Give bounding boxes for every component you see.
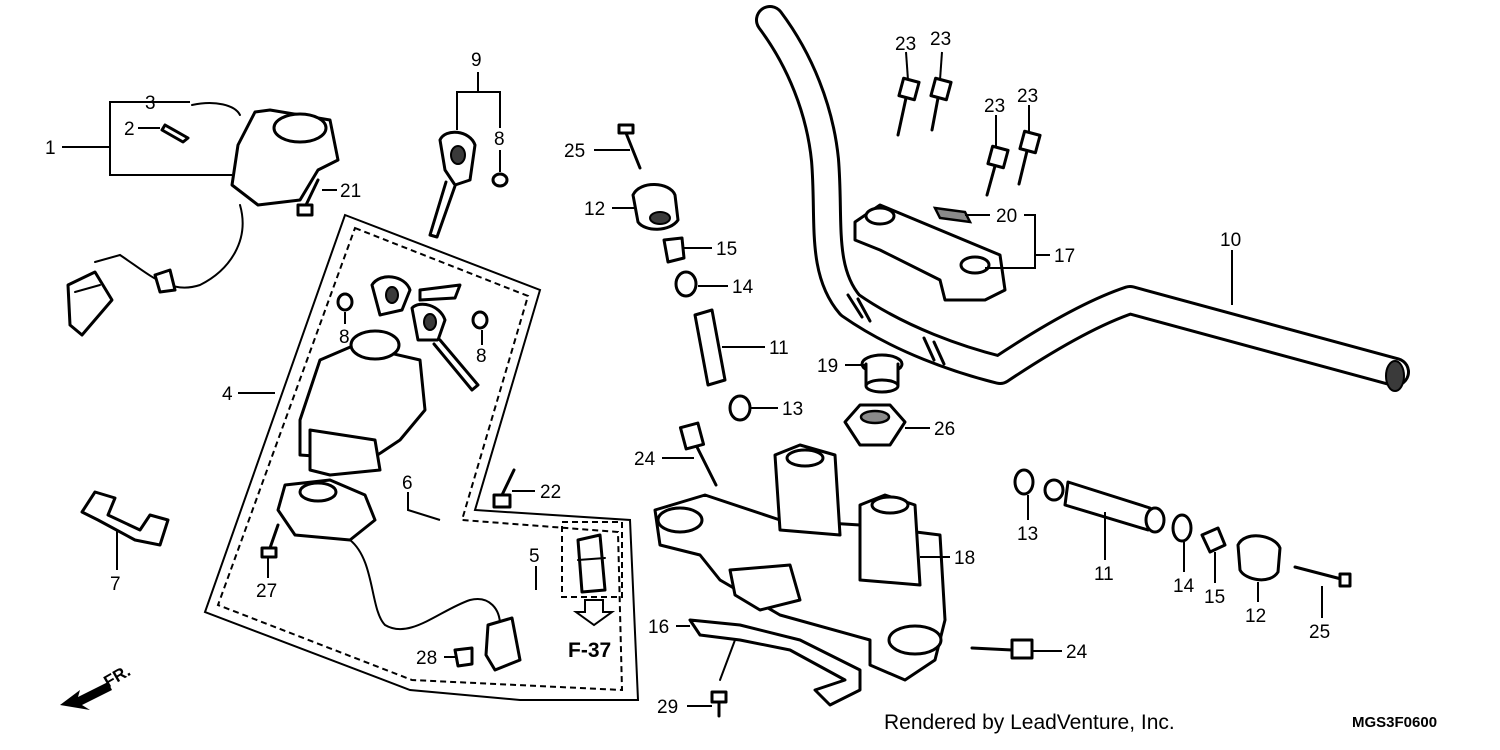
left-bar-end-assembly [617,123,752,422]
callout-23a: 23 [895,34,916,55]
callout-2: 2 [124,119,135,140]
bolt-24-upper [678,421,718,487]
callout-24b: 24 [1066,642,1088,663]
top-bridge [653,443,947,682]
callout-9: 9 [471,50,482,71]
stem-nut [843,403,907,447]
drawing-code: MGS3F0600 [1352,714,1438,731]
callout-13a: 13 [782,399,803,420]
callout-14b: 14 [1173,576,1195,597]
callout-23d: 23 [1017,86,1038,107]
callout-28: 28 [416,648,437,669]
callout-25a: 25 [564,141,585,162]
right-bar-end-assembly [1013,468,1352,588]
callout-29: 29 [657,697,678,718]
front-direction-arrow [60,682,112,710]
callout-19: 19 [817,356,838,377]
washer-8b [336,292,354,312]
callout-27: 27 [256,581,277,602]
washer-8a [491,172,509,188]
bracket-16 [688,618,862,707]
callout-23b: 23 [930,29,951,50]
screw-21 [296,178,320,217]
pin-2 [160,123,190,144]
callout-8c: 8 [476,346,487,367]
callout-7: 7 [110,574,121,595]
key-9 [428,130,477,239]
callout-24a: 24 [634,449,656,470]
clip-7 [80,490,170,547]
callout-5: 5 [529,546,540,567]
washer-8c [471,310,489,330]
callout-15b: 15 [1204,587,1225,608]
key-cylinder-5 [561,521,623,627]
callout-6: 6 [402,473,413,494]
callout-12a: 12 [584,199,605,220]
bolt-24-lower [970,638,1034,660]
clip-3 [191,102,241,116]
callout-14a: 14 [732,277,754,298]
callout-11b: 11 [1094,564,1114,585]
callout-3: 3 [145,93,156,114]
callout-26: 26 [934,419,955,440]
callout-11a: 11 [769,338,789,359]
ignition-harness [276,478,522,672]
callout-12b: 12 [1245,606,1266,627]
callout-21: 21 [340,181,361,202]
callout-16: 16 [648,617,669,638]
callout-1: 1 [45,138,56,159]
callout-numbers: 1 2 3 4 5 6 7 8 8 8 9 10 11 11 12 12 13 … [45,29,1330,718]
callout-23c: 23 [984,96,1005,117]
ignition-box [203,213,640,701]
handlebar-holder [853,203,1007,302]
callout-20: 20 [996,206,1017,227]
callout-15a: 15 [716,239,737,260]
callout-25b: 25 [1309,622,1330,643]
callout-10: 10 [1220,230,1241,251]
callout-8a: 8 [494,129,505,150]
screw-27 [260,523,280,559]
callout-17: 17 [1054,246,1075,267]
screw-29 [710,690,728,718]
ignition-switch [298,275,480,477]
callout-22: 22 [540,482,561,503]
reference-label: F-37 [568,639,611,662]
leader-lines [62,51,1323,707]
screw-22 [492,468,516,509]
left-handlebar-switch [66,108,340,337]
callout-4: 4 [222,384,233,405]
clip-28 [453,646,474,668]
callout-8b: 8 [339,327,350,348]
callout-18: 18 [954,548,975,569]
stem-cap [860,353,904,394]
holder-bolts [896,76,1042,197]
callout-13b: 13 [1017,524,1038,545]
render-credit: Rendered by LeadVenture, Inc. [884,711,1175,734]
handlebar [755,5,1410,392]
